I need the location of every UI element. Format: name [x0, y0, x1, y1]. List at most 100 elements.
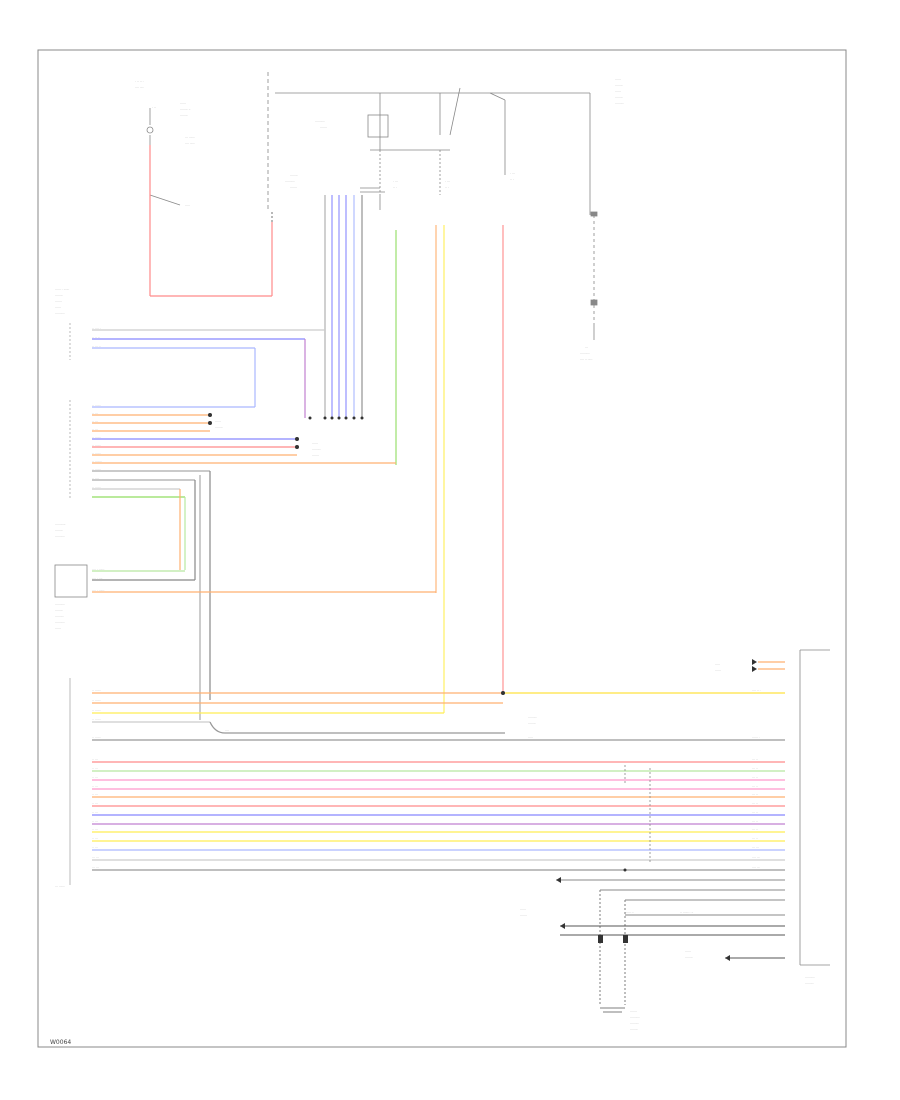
wire-red-feed [149, 145, 273, 297]
wire-bundle-vertical [324, 195, 504, 713]
svg-text:········: ········ [290, 173, 298, 177]
wire-harness-upper [92, 329, 325, 418]
svg-text:····: ···· [225, 728, 229, 732]
svg-text:······: ······ [55, 626, 61, 630]
svg-text:······ ··: ······ ·· [625, 910, 634, 914]
fuse-block-top-left [146, 72, 269, 210]
footer-code: W0064 [50, 1039, 72, 1046]
left-connectors [54, 323, 88, 885]
pins-upper: ·· ···· · ·· ·· ·· ·· ··· ·· [92, 326, 101, 348]
svg-text:········ ··: ········ ·· [180, 107, 191, 111]
pins-main-bus-left: ·· ······ ·· ······ ·· ······ ·· ··· ··· … [92, 688, 101, 869]
svg-text:···· · ······: ···· · ······ [92, 567, 104, 571]
svg-text:··· ······: ··· ······ [185, 135, 195, 139]
svg-text:·· ······: ·· ······ [92, 435, 101, 439]
svg-text:·······: ······· [520, 913, 527, 917]
svg-text:·· ······: ·· ······ [92, 403, 101, 407]
svg-text:······: ······ [615, 89, 621, 93]
svg-text:········: ········ [55, 528, 63, 532]
right-module-label: ·········· [805, 975, 815, 979]
svg-text:······: ······ [55, 305, 61, 309]
relay-area [275, 87, 591, 215]
bus-mid-labels: ···· ········· ········ ····· [225, 715, 537, 739]
svg-text:·······: ······· [312, 453, 319, 457]
svg-text:·· ···: ·· ··· [92, 827, 98, 831]
svg-text:··· ··: ··· ·· [752, 801, 758, 805]
svg-text:·· ···: ·· ··· [92, 836, 98, 840]
svg-text:·· ···· ·: ·· ···· · [92, 326, 101, 330]
svg-text:··········: ·········· [630, 1015, 640, 1019]
svg-text:··· ···: ··· ··· [92, 865, 99, 869]
svg-text:·· ······ · ··: ·· ······ · ·· [680, 910, 693, 914]
svg-text:······: ······ [180, 101, 186, 105]
svg-text:··········: ·········· [315, 119, 325, 123]
svg-text:·· ······: ·· ······ [92, 485, 101, 489]
svg-text:···· · ····: ···· · ···· [92, 576, 103, 580]
bottom-right-arrows [556, 877, 730, 1013]
svg-text:······: ······ [215, 419, 221, 423]
svg-text:······: ······ [312, 441, 318, 445]
svg-text:········: ········ [615, 83, 623, 87]
svg-text:·· ···: ·· ··· [92, 819, 98, 823]
svg-text:··· ··: ··· ·· [752, 775, 758, 779]
svg-text:········: ········ [55, 293, 63, 297]
svg-text:··· ······: ··· ······ [55, 884, 65, 888]
svg-text:·· ···: ·· ··· [92, 784, 98, 788]
svg-text:· ···: · ··· [393, 179, 398, 183]
svg-text:········: ········ [630, 1027, 638, 1031]
svg-text:·········: ········· [528, 715, 537, 719]
ground-g401 [590, 211, 598, 340]
fuse-labels-top-left: · ·· ·· · ···· ···· · ·· ······ ········… [135, 79, 195, 207]
middle-splice-dots [208, 413, 364, 449]
relay-labels: ·········· ······· ········ ·········· ·… [285, 77, 624, 189]
pins-middle: ·· ······ ·· ··· ·· ··· ·· ··· ·· ······… [92, 403, 321, 489]
svg-text:··········: ·········· [55, 602, 65, 606]
svg-text:·· ···: ·· ··· [92, 766, 98, 770]
svg-text:·· ··· ··: ·· ··· ·· [92, 344, 101, 348]
svg-text:·· ······: ·· ······ [92, 688, 101, 692]
svg-text:· ···: · ··· [445, 179, 450, 183]
main-bus-splices [501, 691, 627, 872]
svg-text:·····: ····· [715, 662, 720, 666]
svg-text:·· ·: ·· · [445, 185, 449, 189]
svg-text:···· ·····: ···· ····· [185, 141, 195, 145]
svg-text:········: ········ [55, 608, 63, 612]
svg-text:······ · ······: ······ · ······ [55, 287, 69, 291]
svg-text:···· ···: ···· ··· [752, 865, 760, 869]
wire-bottom-right [556, 879, 785, 1005]
svg-text:······: ······ [520, 907, 526, 911]
svg-text:·· ···: ·· ··· [92, 419, 98, 423]
svg-text:·· ······: ·· ······ [92, 698, 101, 702]
wire-harness-lower-middle [92, 570, 436, 593]
svg-text:··· ··: ··· ·· [752, 766, 758, 770]
svg-text:··········: ·········· [55, 534, 65, 538]
svg-text:· ·· ·· ·: · ·· ·· · [135, 79, 144, 83]
svg-text:·· ···: ·· ··· [92, 427, 98, 431]
svg-text:··· ··: ··· ·· [752, 757, 758, 761]
svg-text:·· ···: ·· ··· [92, 411, 98, 415]
svg-text:········: ········ [685, 955, 693, 959]
svg-text:·· ·· ··: ·· ·· ·· [92, 335, 100, 339]
bottom-right-labels: ······ ······· ······ ·· ·· ······ · ·· … [520, 907, 693, 1031]
svg-text:·········: ········· [615, 101, 624, 105]
svg-text:·· ···: ·· ··· [92, 810, 98, 814]
svg-text:···· ···: ···· ··· [752, 855, 760, 859]
svg-text:······: ······ [685, 949, 691, 953]
svg-text:··· ··: ··· ·· [752, 819, 758, 823]
svg-text:·····: ····· [528, 735, 533, 739]
right-module [799, 649, 830, 966]
svg-text:·· ···: ·· ··· [92, 845, 98, 849]
svg-text:·· ······: ·· ······ [92, 708, 101, 712]
svg-text:········: ········ [180, 113, 188, 117]
wire-harness-middle [92, 395, 396, 720]
svg-text:··· ··: ··· ·· [752, 792, 758, 796]
svg-text:··· ···: ··· ··· [92, 855, 99, 859]
svg-text:·· ······: ·· ······ [92, 735, 101, 739]
svg-text:·· ···: ·· ··· [92, 792, 98, 796]
svg-text:········: ········ [615, 95, 623, 99]
pins-lower-middle: ···· · ······ ···· · ···· ···· · ······ [92, 567, 104, 592]
pins-main-bus-right: ···· ·· · ······ · ··· ·· ··· ·· ··· ·· … [752, 688, 761, 869]
wire-main-bus [92, 692, 785, 871]
svg-text:······ ·: ······ · [752, 735, 760, 739]
